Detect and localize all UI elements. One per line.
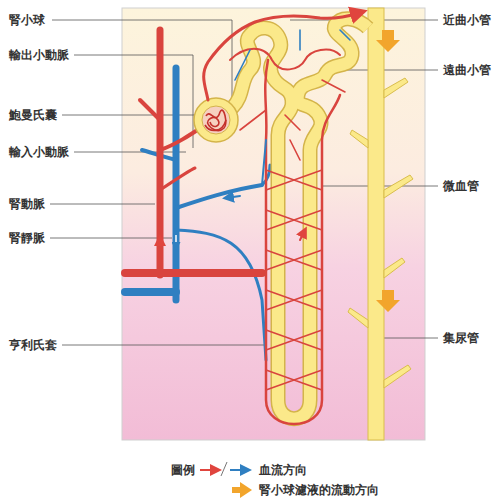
part-label: 腎動脈 (8, 197, 46, 211)
legend-text: 血流方向 (258, 463, 308, 477)
part-label: 亨利氏套 (8, 338, 58, 352)
part-label: 輸入小動脈 (8, 145, 70, 159)
part-label: 集尿管 (442, 331, 480, 345)
part-label: 腎小球 (8, 13, 46, 27)
legend-text: 腎小球濾液的流動方向 (258, 483, 380, 497)
part-label: 鮑曼氏囊 (8, 108, 58, 122)
part-label: 近曲小管 (442, 13, 492, 27)
part-label: 微血管 (442, 179, 480, 193)
part-label: 輸出小動脈 (8, 48, 70, 62)
part-label: 遠曲小管 (442, 63, 492, 77)
part-label: 腎靜脈 (8, 231, 46, 245)
legend-heading: 圖例 (170, 463, 196, 477)
